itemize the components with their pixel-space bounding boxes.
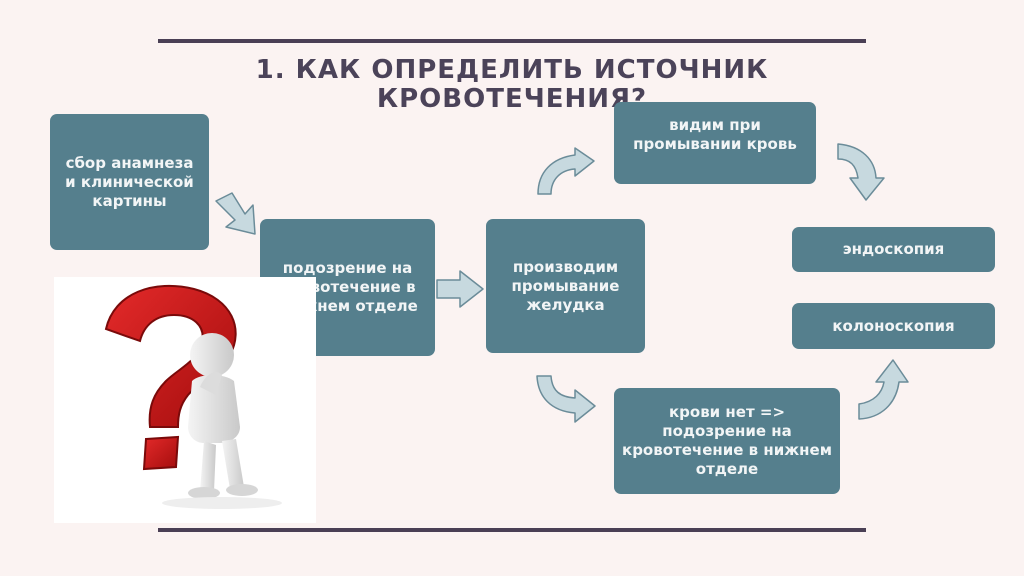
arrow-lavage-to-noblood [536,375,596,423]
top-rule [158,39,866,43]
node-lavage: производим промывание желудка [486,219,645,353]
illustration-person-question [54,277,316,523]
node-no-blood: крови нет => подозрение на кровотечение … [614,388,840,494]
arrow-history-to-upper [215,192,256,235]
arrow-lavage-to-blood [537,147,595,195]
arrow-noblood-to-colonoscopy [858,359,909,420]
question-mark-icon [104,284,237,428]
arrow-blood-to-endoscopy [837,143,885,201]
bottom-rule [158,528,866,532]
arrow-upper-to-lavage [436,270,484,308]
page-title: 1. КАК ОПРЕДЕЛИТЬ ИСТОЧНИК КРОВОТЕЧЕНИЯ? [255,56,769,114]
node-endoscopy: эндоскопия [792,227,995,272]
question-person-icon [104,284,282,509]
node-colonoscopy: колоноскопия [792,303,995,349]
node-history: сбор анамнеза и клинической картины [50,114,209,250]
node-blood-seen: видим при промывании кровь [614,102,816,184]
